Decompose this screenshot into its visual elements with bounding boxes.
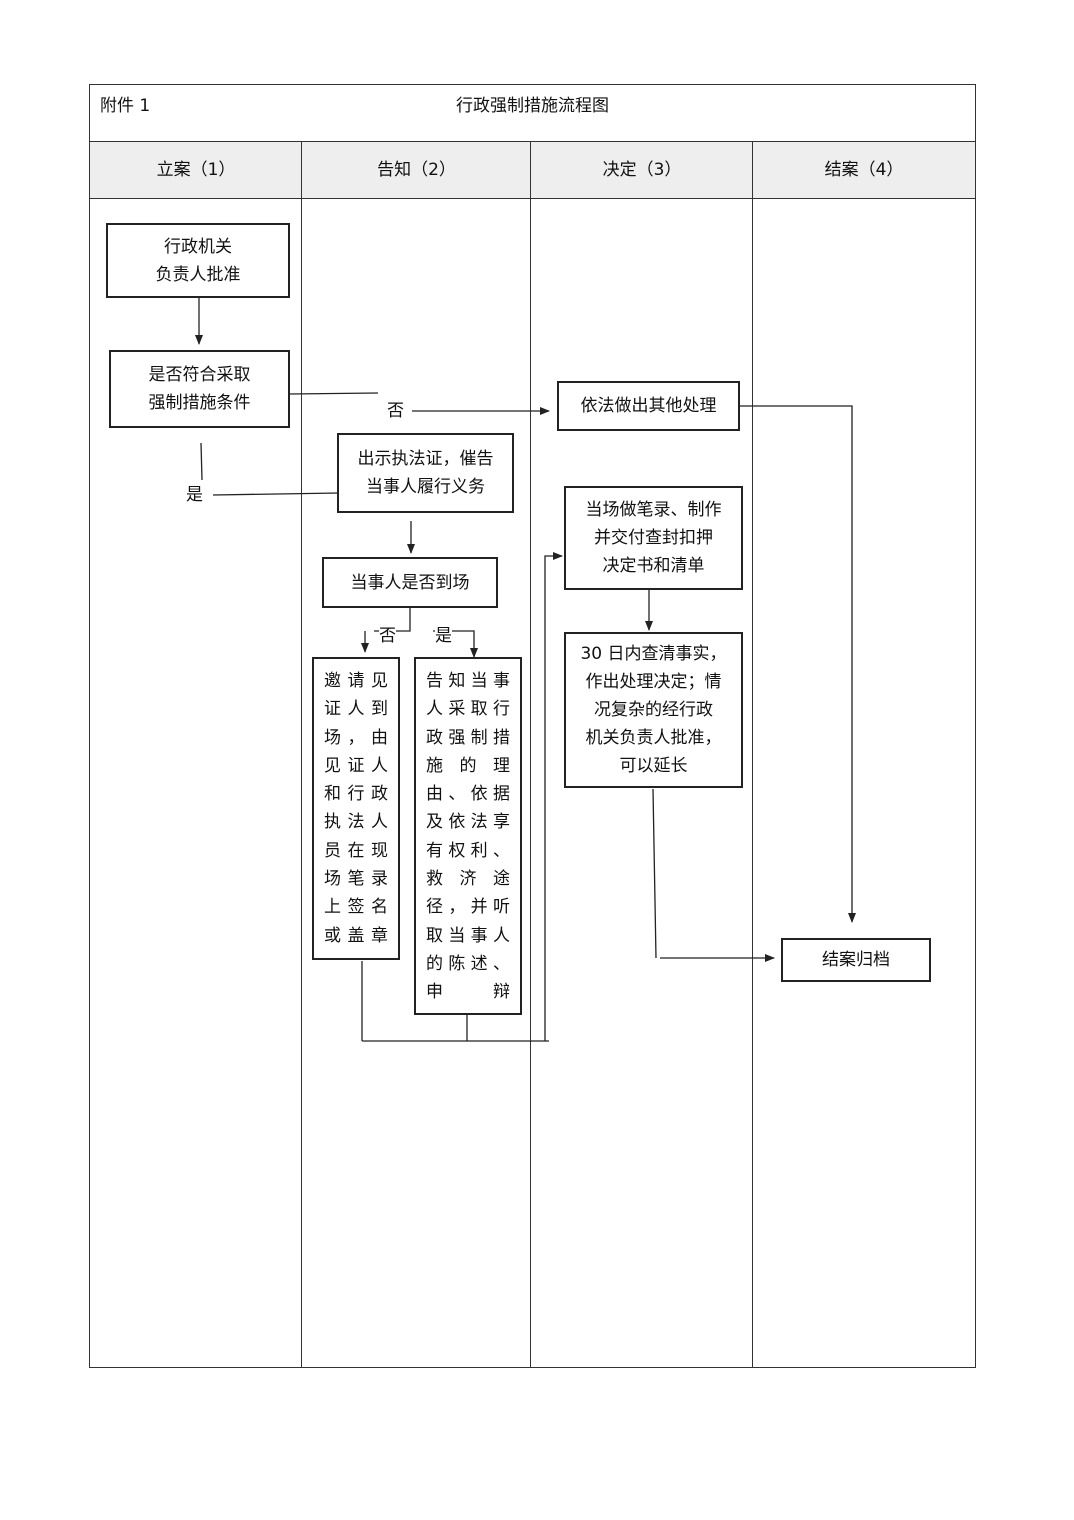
lane-header-row: 立案（1） 告知（2） 决定（3） 结案（4） [90, 142, 975, 199]
flowchart-frame: 附件 1 行政强制措施流程图 立案（1） 告知（2） 决定（3） 结案（4） [89, 84, 976, 1368]
document-title: 行政强制措施流程图 [456, 96, 609, 116]
label-yes-present: 是 [435, 626, 452, 646]
line-investigate-down [652, 788, 657, 959]
lane-header-notice: 告知（2） [377, 160, 456, 180]
node-approve: 行政机关 负责人批准 [106, 223, 290, 298]
title-row: 附件 1 行政强制措施流程图 [90, 85, 975, 142]
label-no-present: 否 [379, 626, 396, 646]
node-invite-witness: 邀请见证人到场，由见证人和行政执法人员在现场笔录上签名或盖章 [312, 657, 400, 960]
node-show-certificate: 出示执法证，催告 当事人履行义务 [337, 433, 514, 513]
lane-divider [530, 142, 531, 1368]
lane-header-closure: 结案（4） [824, 160, 904, 180]
node-other-handling: 依法做出其他处理 [557, 381, 740, 431]
node-party-present: 当事人是否到场 [322, 557, 498, 608]
lane-divider [301, 142, 302, 1368]
node-investigate-decide: 30 日内查清事实， 作出处理决定；情 况复杂的经行政 机关负责人批准， 可以延… [564, 632, 743, 788]
line-yes-to-show-certificate [212, 492, 340, 496]
line-condition-no [289, 392, 379, 395]
node-close-archive: 结案归档 [781, 938, 931, 982]
node-inform-party: 告知当事人采取行政强制措施的理由、依据及依法享有权利、救济途径，并听取当事人的陈… [414, 657, 522, 1015]
label-yes-condition: 是 [186, 485, 203, 505]
node-on-site-record: 当场做笔录、制作 并交付查封扣押 决定书和清单 [564, 486, 743, 590]
attachment-label: 附件 1 [100, 96, 151, 116]
node-condition-check: 是否符合采取 强制措施条件 [109, 350, 290, 428]
lane-header-decision: 决定（3） [602, 160, 682, 180]
line-condition-yes [200, 442, 203, 481]
arrow-merge-to-record [544, 552, 563, 1041]
arrow-other-to-archive [740, 405, 856, 923]
lane-header-filing: 立案（1） [156, 160, 236, 180]
label-no-condition: 否 [387, 401, 404, 421]
lane-divider [752, 142, 753, 1368]
